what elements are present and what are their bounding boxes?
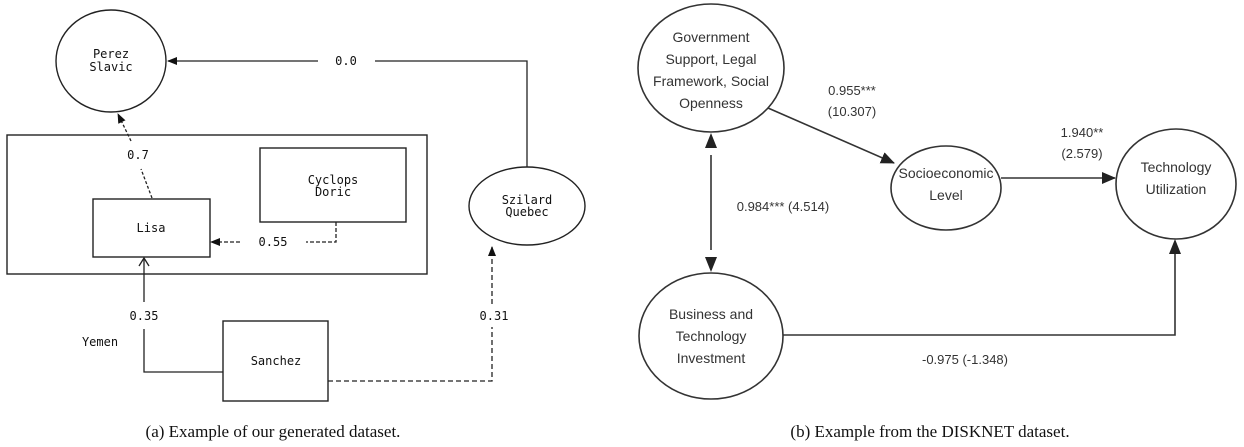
node-socio-line1: Socioeconomic bbox=[899, 165, 994, 181]
edge-szilard-perez: 0.0 bbox=[167, 54, 528, 167]
edge-cyclops-lisa: 0.55 bbox=[210, 222, 337, 249]
edge-biz-tech-label: -0.975 (-1.348) bbox=[922, 352, 1008, 367]
node-perez-line1: Perez bbox=[93, 47, 129, 61]
edge-gov-socio-t: (10.307) bbox=[828, 104, 876, 119]
edge-socio-tech-t: (2.579) bbox=[1061, 146, 1102, 161]
caption-a: (a) Example of our generated dataset. bbox=[146, 422, 401, 441]
node-perez-slavic: Perez Slavic bbox=[55, 9, 167, 113]
edge-socio-tech-coef: 1.940** bbox=[1061, 125, 1104, 140]
figure-b: Government Support, Legal Framework, Soc… bbox=[637, 3, 1237, 441]
edge-sanchez-lisa: 0.35 bbox=[130, 256, 223, 373]
node-socioeconomic: Socioeconomic Level bbox=[890, 145, 1002, 231]
node-sanchez-label: Sanchez bbox=[251, 354, 302, 368]
node-business-investment: Business and Technology Investment bbox=[638, 272, 784, 400]
node-tech-line2: Utilization bbox=[1146, 181, 1207, 197]
node-cyclops-doric: Cyclops Doric bbox=[259, 147, 407, 223]
group-container bbox=[6, 134, 428, 275]
node-sanchez: Sanchez bbox=[222, 320, 329, 402]
node-cyclops-line1: Cyclops bbox=[308, 173, 359, 187]
node-szilard-quebec: Szilard Quebec bbox=[468, 166, 586, 246]
node-socio-line2: Level bbox=[929, 187, 962, 203]
edge-socio-tech: 1.940** (2.579) bbox=[1001, 125, 1116, 184]
arrowhead-down-icon bbox=[705, 257, 717, 272]
edge-biz-tech: -0.975 (-1.348) bbox=[783, 239, 1181, 367]
node-gov-line2: Support, Legal bbox=[665, 51, 756, 67]
arrowhead-up-icon bbox=[705, 133, 717, 148]
edge-gov-socio-coef: 0.955*** bbox=[828, 83, 876, 98]
node-biz-line2: Technology bbox=[676, 328, 747, 344]
node-szilard-line2: Quebec bbox=[505, 205, 548, 219]
edge-label-0-55: 0.55 bbox=[259, 235, 288, 249]
node-government: Government Support, Legal Framework, Soc… bbox=[637, 3, 785, 133]
node-gov-line3: Framework, Social bbox=[653, 73, 769, 89]
edge-label-0-35: 0.35 bbox=[130, 309, 159, 323]
node-szilard-line1: Szilard bbox=[502, 193, 553, 207]
edge-gov-socio: 0.955*** (10.307) bbox=[767, 83, 895, 164]
edge-label-0-7: 0.7 bbox=[127, 148, 149, 162]
node-tech-line1: Technology bbox=[1141, 159, 1212, 175]
edge-label-0-31: 0.31 bbox=[480, 309, 509, 323]
node-gov-line1: Government bbox=[672, 29, 749, 45]
edge-lisa-perez: 0.7 bbox=[117, 113, 153, 199]
caption-b: (b) Example from the DISKNET dataset. bbox=[790, 422, 1069, 441]
node-biz-line1: Business and bbox=[669, 306, 753, 322]
edge-sanchez-szilard: 0.31 bbox=[328, 246, 509, 382]
node-lisa: Lisa bbox=[92, 198, 211, 258]
figure-a: Perez Slavic Lisa Cyclops Doric Szilard … bbox=[6, 9, 586, 441]
edge-label-0-0: 0.0 bbox=[335, 54, 357, 68]
node-biz-line3: Investment bbox=[677, 350, 746, 366]
node-cyclops-line2: Doric bbox=[315, 185, 351, 199]
node-gov-line4: Openness bbox=[679, 95, 743, 111]
edge-gov-biz-label: 0.984*** (4.514) bbox=[737, 199, 830, 214]
node-technology-utilization: Technology Utilization bbox=[1115, 128, 1237, 240]
arrowhead-up-icon bbox=[1169, 239, 1181, 254]
edge-gov-biz: 0.984*** (4.514) bbox=[705, 133, 829, 272]
node-lisa-label: Lisa bbox=[137, 221, 166, 235]
node-perez-line2: Slavic bbox=[89, 60, 132, 74]
annotation-yemen: Yemen bbox=[82, 335, 118, 349]
